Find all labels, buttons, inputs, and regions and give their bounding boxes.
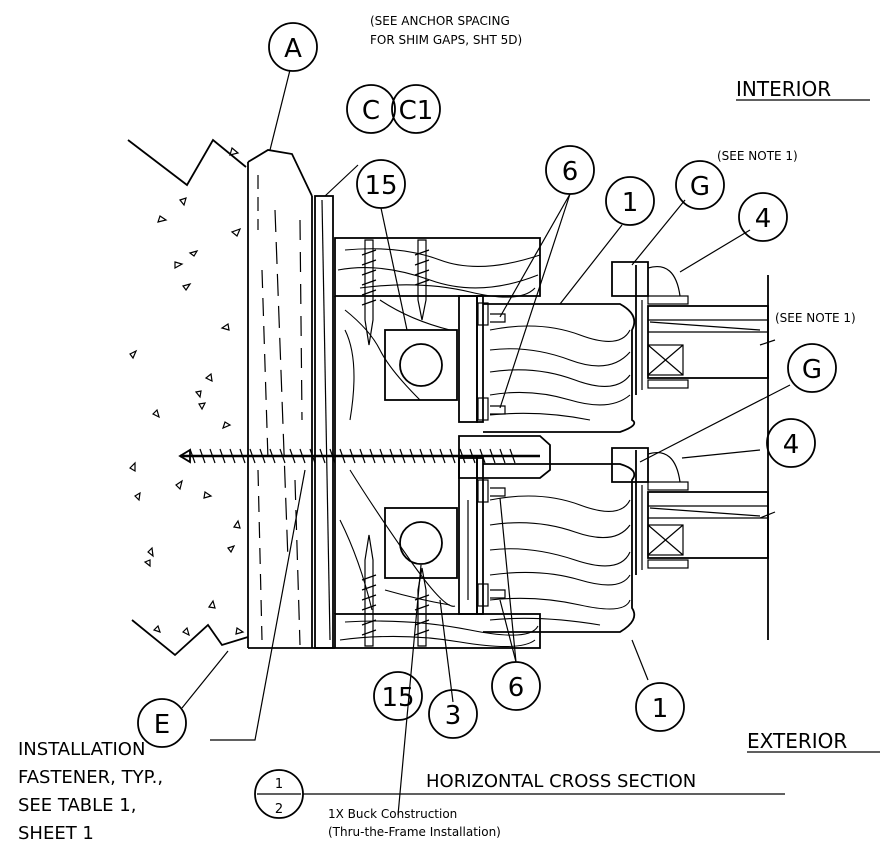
anchor-spacing-note-line1: (SEE ANCHOR SPACING	[370, 14, 510, 28]
callout-e: E	[137, 698, 187, 748]
installation-fastener	[178, 448, 540, 464]
subtitle-line2: (Thru-the-Frame Installation)	[328, 825, 501, 839]
callout-15-bottom: 15	[373, 671, 423, 721]
callout-4-mid: 4	[766, 418, 816, 468]
anchor-spacing-note-line2: FOR SHIM GAPS, SHT 5D)	[370, 33, 522, 47]
subtitle-line1: 1X Buck Construction	[328, 807, 457, 821]
glazing-stops	[611, 261, 689, 575]
title-text: HORIZONTAL CROSS SECTION	[426, 771, 696, 792]
callout-6-top: 6	[545, 145, 595, 195]
fastener-note-line3: SEE TABLE 1,	[18, 795, 136, 816]
sash-stiles	[483, 303, 636, 633]
sheet-number: 2	[275, 802, 283, 817]
callout-g-mid: G	[787, 343, 837, 393]
callout-g-top-label: G	[690, 172, 710, 202]
wood-buck	[334, 237, 541, 649]
callout-c-label: C	[362, 96, 380, 126]
interior-label: INTERIOR	[736, 77, 831, 101]
fastener-note: INSTALLATION FASTENER, TYP., SEE TABLE 1…	[18, 739, 163, 844]
callout-1-bottom-label: 1	[652, 694, 669, 724]
callout-15-top-label: 15	[364, 171, 397, 201]
fastener-note-line2: FASTENER, TYP.,	[18, 767, 163, 788]
glass-units	[647, 275, 776, 640]
leader-lines	[181, 69, 791, 816]
callout-c1-label: C1	[399, 96, 434, 126]
sheathing-layer	[247, 149, 335, 649]
callout-a-label: A	[284, 34, 302, 64]
exterior-label: EXTERIOR	[747, 729, 847, 753]
callout-15-bottom-label: 15	[381, 683, 414, 713]
callout-6-top-label: 6	[562, 157, 579, 187]
callout-g-mid-label: G	[802, 355, 822, 385]
see-note-top: (SEE NOTE 1)	[717, 149, 798, 163]
see-note-right: (SEE NOTE 1)	[775, 311, 856, 325]
fastener-note-line4: SHEET 1	[18, 823, 94, 844]
callout-e-label: E	[154, 710, 170, 740]
callout-3-label: 3	[445, 701, 462, 731]
detail-number: 1	[275, 777, 283, 792]
callout-6-bottom: 6	[491, 661, 541, 711]
window-frame	[458, 295, 484, 615]
callout-3: 3	[428, 689, 478, 739]
callout-4-top: 4	[738, 192, 788, 242]
callout-1-top-label: 1	[622, 188, 639, 218]
callout-1-top: 1	[605, 176, 655, 226]
callout-a: A	[268, 22, 318, 72]
fastener-note-line1: INSTALLATION	[18, 739, 145, 760]
callout-4-top-label: 4	[755, 204, 772, 234]
callout-1-bottom: 1	[635, 682, 685, 732]
callout-c1: C1	[391, 84, 441, 134]
callout-15-top: 15	[356, 159, 406, 209]
shim-layer	[314, 195, 334, 649]
jamb-blocks	[384, 329, 458, 579]
callout-6-bottom-label: 6	[508, 673, 525, 703]
callout-4-mid-label: 4	[783, 430, 800, 460]
mullion-block	[458, 435, 551, 479]
callout-g-top: G	[675, 160, 725, 210]
callout-c: C	[346, 84, 396, 134]
title-block: 1 2 HORIZONTAL CROSS SECTION 1X Buck Con…	[254, 769, 785, 839]
concrete-wall	[127, 138, 249, 657]
